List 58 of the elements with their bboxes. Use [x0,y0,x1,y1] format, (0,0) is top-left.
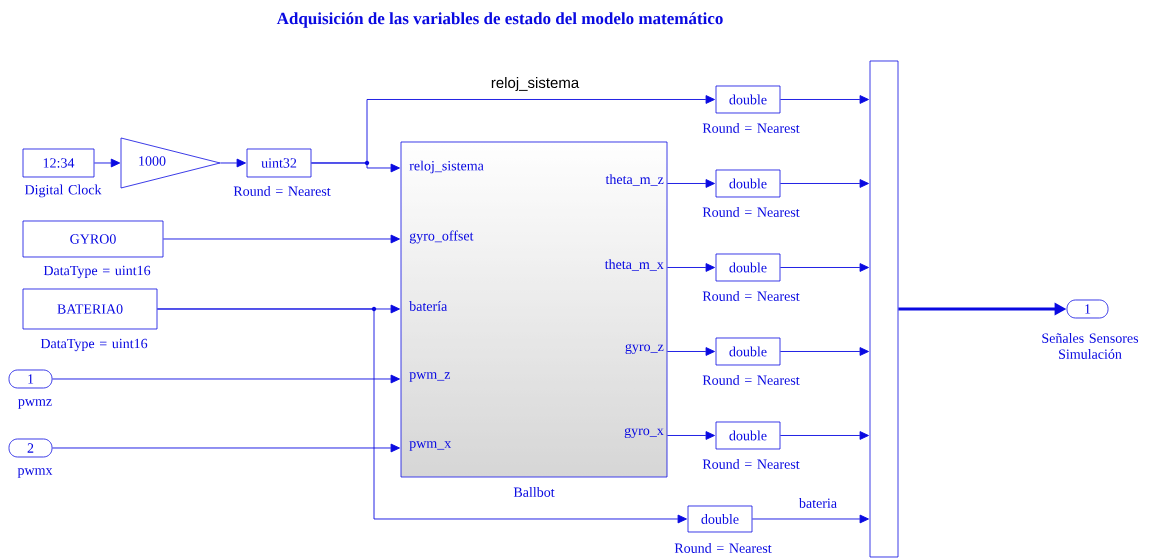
arrow [779,95,869,104]
block-label: Ballbot [513,487,555,497]
arrow [310,95,715,164]
arrow [666,263,715,272]
edge-label: bateria [798,498,837,508]
block: BATERIA0 [22,288,158,330]
block: double [715,421,781,450]
port-block: 1 [8,369,53,389]
arrow [779,263,869,272]
arrow [779,347,869,356]
block-label: Digital Clock [24,184,102,198]
block: double [715,337,781,366]
port-label: theta_m_z [605,174,664,186]
arrow [779,179,869,188]
edge-label: reloj_sistema [491,77,580,91]
port-label: theta_m_x [604,259,664,271]
block: double [715,85,781,114]
block: double [715,169,781,198]
block: GYRO0 [22,220,164,258]
block-label: Señales Sensores Simulación [1042,333,1139,359]
block-label: pwmz [18,399,52,409]
block: double [715,253,781,282]
block: double [687,505,753,533]
mux-bar [869,60,899,558]
block-label: DataType = uint16 [43,265,151,279]
arrow [666,347,715,356]
block-label: DataType = uint16 [40,338,148,352]
arrow [666,179,715,188]
arrow [51,443,400,453]
port-label: batería [409,301,448,311]
port-label: gyro_x [624,427,664,439]
port-block: 2 [8,438,53,458]
block-label: Round = Nearest [702,123,800,133]
port-label: gyro_z [625,343,664,355]
title: Adquisición de las variables de estado del modelo matemático [276,12,723,28]
block-label: Round = Nearest [702,291,800,301]
arrow [156,308,687,524]
arrow [93,158,121,168]
block-label: Round = Nearest [702,207,800,217]
block-label: Round = Nearest [233,186,331,196]
gain-triangle: 1000 [120,137,221,189]
block-label: Round = Nearest [702,459,800,469]
arrow [751,514,869,524]
block-label: Round = Nearest [702,375,800,385]
block-label: Round = Nearest [674,543,772,553]
block-label: pwmx [17,468,53,478]
arrow [219,158,246,168]
port-label: gyro_offset [409,230,474,244]
port-block: 1 [1066,299,1109,319]
arrow [779,431,869,440]
block: 12:34 [22,148,95,178]
arrow [162,234,400,244]
arrow [666,431,715,440]
port-label: reloj_sistema [409,160,484,174]
block: uint32 [246,148,312,178]
arrow [51,374,400,384]
port-label: pwm_x [409,441,452,451]
port-label: pwm_z [409,372,451,382]
